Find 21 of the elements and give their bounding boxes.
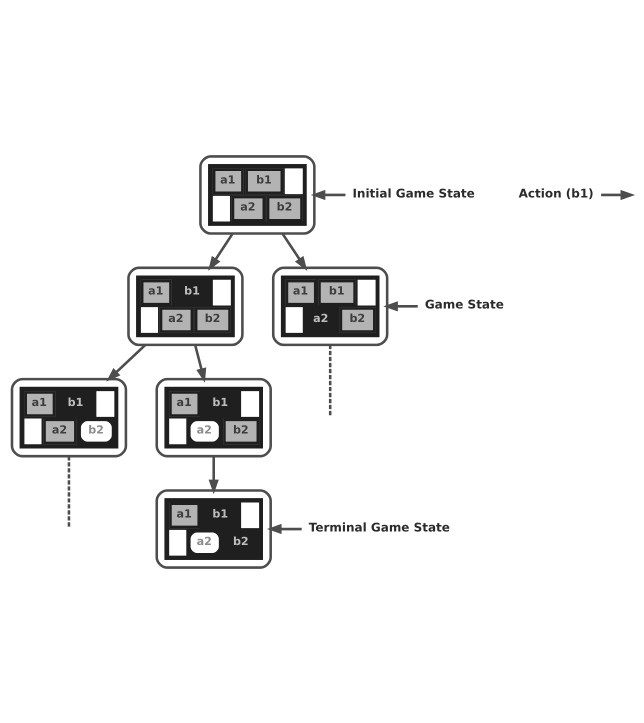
- node-box: a1 b1 a2 b2: [199, 154, 316, 234]
- node-box: a1 b1 a2 b2: [272, 266, 388, 346]
- node-box: a1 b1 a2 b2: [127, 266, 244, 346]
- arrow: [266, 523, 302, 534]
- node-text: Game State: [424, 297, 504, 312]
- arrow: [208, 456, 219, 494]
- node-box: a1 b1 a2 b2: [155, 377, 272, 457]
- node-text: Terminal Game State: [308, 520, 450, 534]
- node-text: Initial Game State: [352, 186, 475, 200]
- arrow: [106, 343, 146, 382]
- node-text: Action (b1): [518, 186, 594, 200]
- node-box: a1 b1 a2 b2: [10, 377, 128, 457]
- arrow: [601, 189, 636, 200]
- arrow: [310, 189, 346, 200]
- connector: [328, 344, 332, 416]
- arrow: [383, 300, 418, 311]
- arrow: [208, 232, 234, 270]
- arrow: [281, 232, 308, 270]
- arrow: [194, 344, 206, 382]
- connector: [68, 456, 70, 528]
- node-box: a1 b1 a2 b2: [155, 488, 272, 568]
